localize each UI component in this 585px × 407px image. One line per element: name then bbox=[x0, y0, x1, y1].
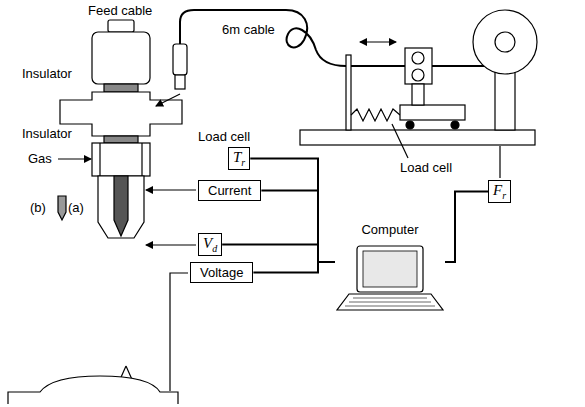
part-label: Feed cable bbox=[88, 3, 152, 18]
laptop-screen bbox=[357, 246, 423, 292]
signal-wire bbox=[222, 245, 335, 263]
torch-body bbox=[92, 32, 150, 84]
subscript: r bbox=[502, 190, 506, 201]
part-label: 6m cable bbox=[222, 22, 275, 37]
roller bbox=[412, 69, 424, 81]
gas-block bbox=[92, 143, 150, 176]
workpiece bbox=[8, 376, 178, 404]
gas-block-line bbox=[141, 143, 142, 176]
laptop-display bbox=[363, 251, 417, 287]
electrode bbox=[114, 176, 128, 236]
insulator-ring bbox=[104, 136, 138, 143]
gas-arrow bbox=[58, 158, 91, 159]
part-label: (b) bbox=[30, 200, 46, 215]
cable bbox=[180, 10, 490, 66]
signal-box: Voltage bbox=[190, 262, 253, 283]
node-text: T bbox=[233, 149, 241, 165]
cable-plug bbox=[175, 75, 185, 89]
signal-box: Vd bbox=[198, 233, 222, 256]
sled bbox=[400, 105, 465, 120]
part-label: Load cell bbox=[198, 129, 250, 144]
signal-box: Fr bbox=[488, 180, 511, 203]
signal-box: Tr bbox=[228, 147, 250, 170]
computer: Computer bbox=[335, 222, 445, 322]
feeder-post bbox=[346, 55, 351, 130]
spring bbox=[351, 109, 400, 121]
tip-shape bbox=[58, 196, 66, 220]
roller-box bbox=[405, 48, 432, 84]
feeder-base bbox=[300, 130, 535, 145]
node-text: Current bbox=[208, 183, 251, 198]
voltage-probe-wire bbox=[146, 244, 196, 245]
feed-cable-cap bbox=[108, 20, 134, 32]
leader-line bbox=[392, 124, 408, 158]
signal-wire bbox=[261, 191, 335, 263]
voltage-wire bbox=[170, 273, 188, 391]
subscript: d bbox=[212, 243, 217, 254]
laptop-icon bbox=[335, 242, 445, 322]
part-label: Load cell bbox=[400, 160, 452, 175]
plug-arrow bbox=[156, 94, 180, 106]
signal-wire bbox=[445, 192, 488, 263]
wheel bbox=[406, 121, 414, 129]
part-label: Insulator bbox=[22, 126, 72, 141]
part-label: (a) bbox=[68, 200, 84, 215]
signal-wire bbox=[253, 262, 335, 273]
nozzle bbox=[98, 176, 144, 238]
laptop-base bbox=[337, 294, 443, 310]
spool-hub bbox=[495, 32, 515, 52]
node-text: V bbox=[203, 235, 212, 251]
laptop-keys bbox=[345, 298, 435, 306]
force-signal-wire bbox=[499, 146, 500, 178]
load-cell-block bbox=[60, 92, 182, 136]
node-text: Voltage bbox=[200, 265, 243, 280]
motion-arrow bbox=[360, 41, 396, 42]
signal-wire bbox=[250, 159, 335, 263]
roller-stand bbox=[412, 84, 424, 105]
cable-plug bbox=[173, 44, 187, 75]
part-label: Insulator bbox=[22, 66, 72, 81]
gas-block-line bbox=[99, 143, 100, 176]
node-text: F bbox=[493, 182, 502, 198]
spool bbox=[473, 10, 537, 74]
node-text: Computer bbox=[335, 222, 445, 238]
roller bbox=[412, 52, 424, 64]
subscript: r bbox=[241, 157, 245, 168]
part-label: Gas bbox=[28, 151, 52, 166]
signal-box: Current bbox=[198, 180, 261, 201]
current-wire bbox=[146, 189, 196, 190]
spool-stand bbox=[495, 70, 515, 130]
insulator-ring bbox=[104, 84, 138, 92]
wheel bbox=[451, 121, 459, 129]
